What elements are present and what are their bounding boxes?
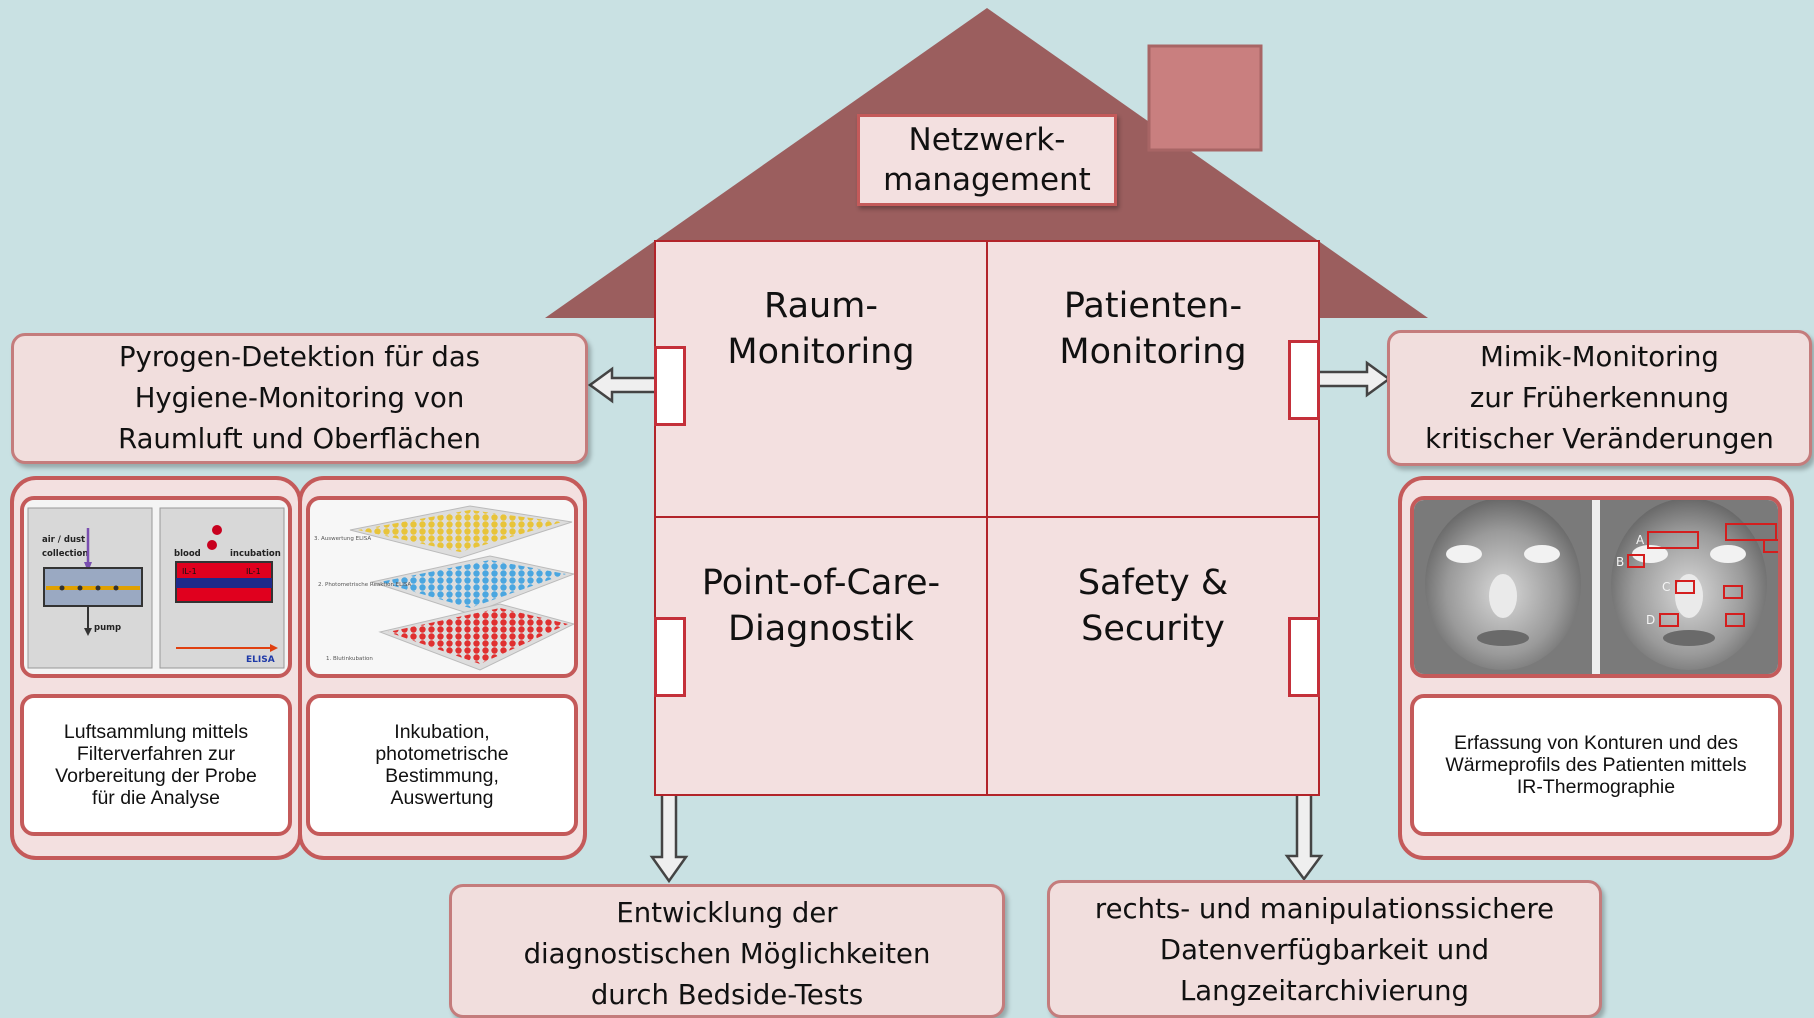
marker-a: A	[1636, 533, 1645, 547]
title-line3: kritischer Veränderungen	[1425, 422, 1774, 455]
marker-d: D	[1646, 613, 1655, 627]
incubation-caption: Inkubation, photometrische Bestimmung, A…	[306, 694, 578, 836]
air-collection-schematic: air / dust collection pump blood incubat…	[20, 496, 292, 678]
title-line2: Hygiene-Monitoring von	[134, 382, 465, 414]
air-collection-caption: Luftsammlung mittels Filterverfahren zur…	[20, 694, 292, 836]
bedside-tests-box: Entwicklung der diagnostischen Möglichke…	[449, 884, 1005, 1018]
marker-c: C	[1662, 580, 1670, 594]
pyrogen-detection-title: Pyrogen-Detektion für das Hygiene-Monito…	[11, 333, 588, 464]
bottom-left-line3: durch Bedside-Tests	[590, 979, 864, 1011]
schematic-pump: pump	[94, 623, 121, 633]
window-notch-patienten	[1288, 340, 1320, 420]
schematic-il1-right: IL-1	[246, 567, 261, 576]
bottom-right-line2: Datenverfügbarkeit und	[1159, 934, 1490, 966]
house-chimney	[1147, 44, 1263, 152]
room-label-line2: Monitoring	[1059, 332, 1247, 372]
room-label-line1: Safety &	[1077, 563, 1229, 603]
window-notch-safety	[1288, 617, 1320, 697]
network-label-line1: Netzwerk-	[908, 122, 1066, 158]
room-label-line1: Point-of-Care-	[701, 563, 941, 603]
plates-step2: 2. Photometrische Reaktion ELISA	[318, 582, 411, 588]
title-line2: zur Früherkennung	[1469, 381, 1730, 414]
room-point-of-care: Point-of-Care- Diagnostik	[654, 516, 988, 796]
room-label-line1: Raum-	[764, 286, 878, 326]
title-line1: Mimik-Monitoring	[1480, 340, 1719, 373]
schematic-incubation: incubation	[230, 549, 281, 559]
room-raum-monitoring: Raum- Monitoring	[654, 240, 988, 518]
mimik-monitoring-title: Mimik-Monitoring zur Früherkennung kriti…	[1387, 330, 1812, 466]
room-label-line2: Diagnostik	[728, 609, 914, 649]
room-safety-security: Safety & Security	[986, 516, 1320, 796]
room-patienten-monitoring: Patienten- Monitoring	[986, 240, 1320, 518]
bottom-right-line3: Langzeitarchivierung	[1179, 975, 1470, 1007]
elisa-plates-image: 3. Auswertung ELISA 2. Photometrische Re…	[306, 496, 578, 678]
plates-step1: 1. Blutinkubation	[326, 656, 373, 662]
bottom-left-line2: diagnostischen Möglichkeiten	[523, 938, 931, 970]
plates-step3: 3. Auswertung ELISA	[314, 536, 371, 542]
room-label-line2: Monitoring	[727, 332, 915, 372]
title-line1: Pyrogen-Detektion für das	[118, 341, 481, 373]
window-notch-poc	[654, 617, 686, 697]
thermography-caption: Erfassung von Konturen und des Wärmeprof…	[1410, 694, 1782, 836]
window-notch-raum	[654, 346, 686, 426]
bottom-right-line1: rechts- und manipulationssichere	[1094, 893, 1555, 925]
schematic-blood: blood	[174, 549, 201, 559]
room-label-line1: Patienten-	[1063, 286, 1243, 326]
thermal-face-images: A B C D	[1410, 496, 1782, 678]
schematic-elisa: ELISA	[246, 655, 275, 665]
bottom-left-line1: Entwicklung der	[616, 897, 838, 929]
data-archiving-box: rechts- und manipulationssichere Datenve…	[1047, 880, 1602, 1018]
title-line3: Raumluft und Oberflächen	[118, 423, 481, 455]
network-label-line2: management	[883, 162, 1091, 198]
marker-b: B	[1616, 555, 1624, 569]
schematic-collection: collection	[42, 549, 88, 559]
network-management-label: Netzwerk- management	[857, 114, 1117, 206]
schematic-air-dust: air / dust	[42, 535, 85, 545]
room-label-line2: Security	[1081, 609, 1225, 649]
schematic-il1-left: IL-1	[182, 567, 197, 576]
